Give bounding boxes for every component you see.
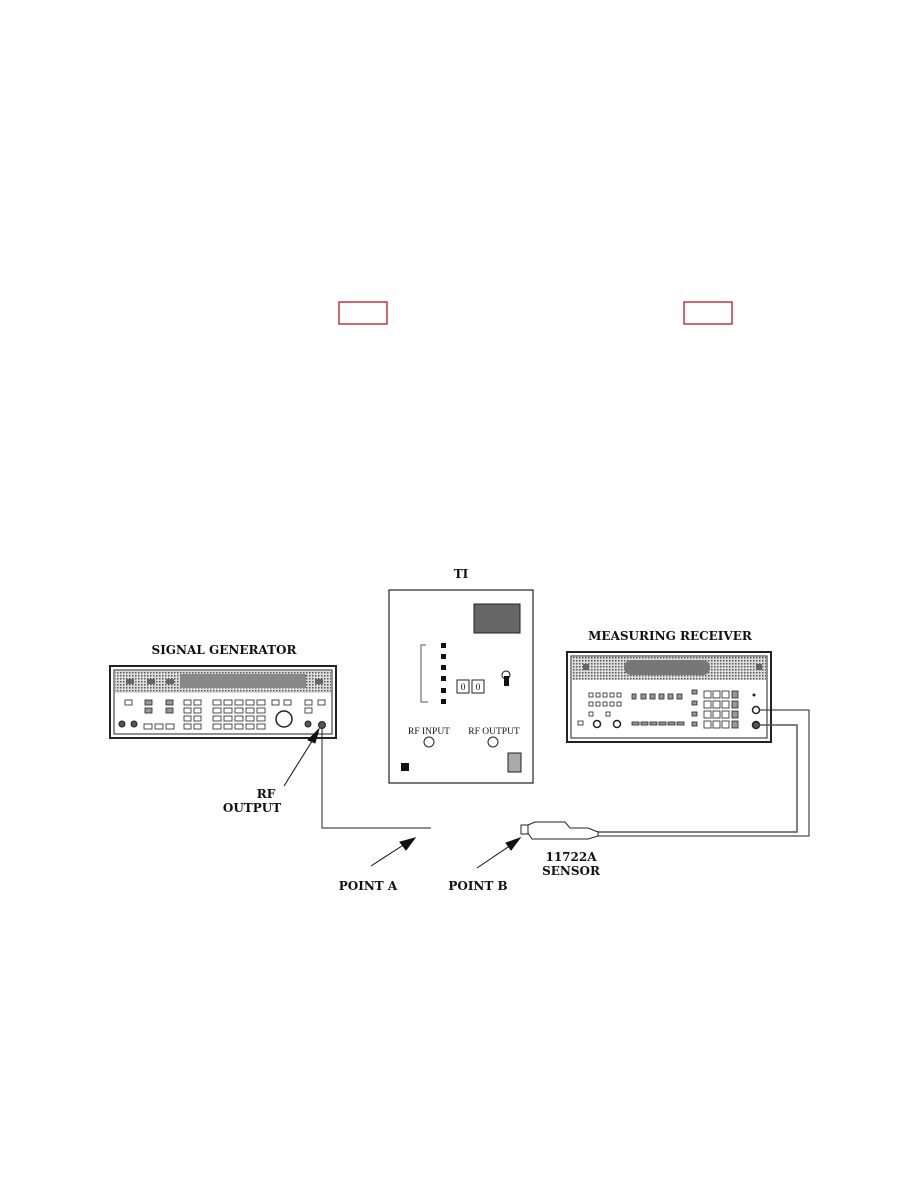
rf-output-callout: RF	[257, 787, 276, 801]
rf-output-label: RF OUTPUT	[468, 727, 520, 737]
ti-indicator-lights	[441, 643, 446, 704]
signal-generator-label: SIGNAL GENERATOR	[152, 643, 298, 657]
highlight-box-right[interactable]	[683, 301, 733, 325]
highlight-box-left[interactable]	[338, 301, 388, 325]
power-ref-connector[interactable]	[751, 720, 761, 730]
sensor-label: SENSOR	[542, 864, 601, 878]
sensor-input-connector[interactable]	[751, 705, 761, 715]
sensor-label: 11722A	[545, 850, 597, 864]
ti-unit: 0 0 RF INPUT RF OUTPUT	[388, 589, 534, 784]
toggle-switch-icon	[501, 670, 511, 686]
measuring-receiver	[566, 651, 772, 743]
measuring-receiver-label: MEASURING RECEIVER	[588, 629, 753, 643]
sig-gen-rf-output-connector[interactable]	[318, 721, 326, 729]
point-b-label: POINT B	[448, 879, 507, 893]
signal-generator	[109, 665, 337, 739]
rf-input-connector[interactable]	[423, 736, 435, 748]
arrow-icon	[505, 836, 522, 851]
arrows	[283, 727, 522, 869]
sensor-cable	[598, 709, 810, 837]
counter-digit: 0	[476, 683, 481, 693]
power-sensor-icon	[520, 821, 599, 840]
tuning-knob	[275, 710, 293, 728]
counter-digit: 0	[461, 683, 466, 693]
sensor-cable-inner	[598, 724, 798, 833]
rf-output-connector[interactable]	[487, 736, 499, 748]
point-a-label: POINT A	[339, 879, 398, 893]
ti-label: TI	[454, 567, 469, 581]
ti-display	[473, 603, 521, 634]
sig-gen-cable	[321, 728, 431, 829]
rf-output-callout: OUTPUT	[223, 801, 281, 815]
rf-input-label: RF INPUT	[408, 727, 450, 737]
arrow-icon	[307, 727, 321, 744]
arrow-icon	[399, 837, 417, 851]
